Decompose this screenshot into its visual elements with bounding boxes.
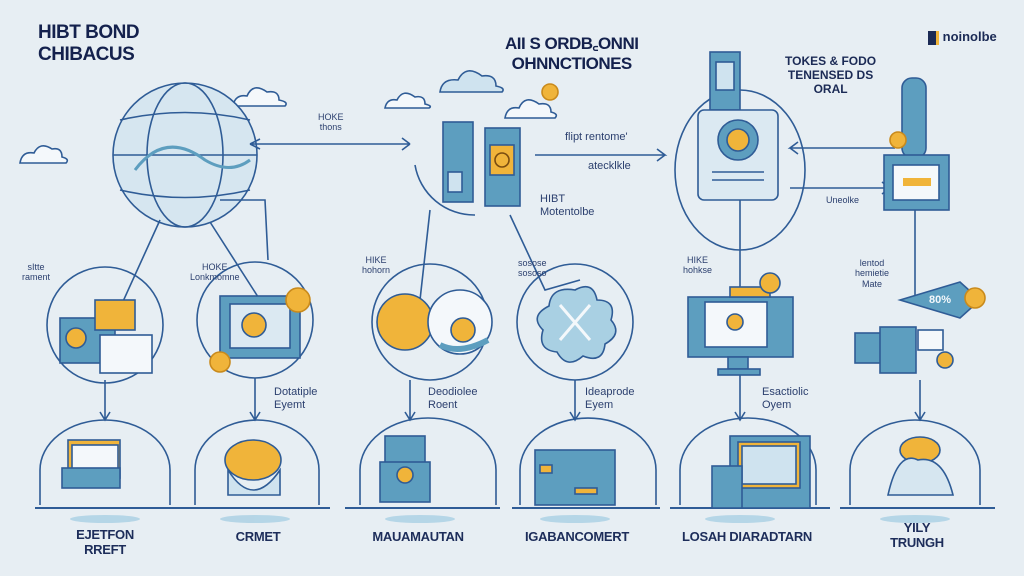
label-line: Mate (862, 278, 883, 289)
stage-circle (371, 263, 493, 381)
devices-arrow-label: flipt rentome' (565, 131, 628, 143)
center-title: AII S ORDB꜀ONNI OHNNCTIONES (505, 34, 639, 73)
label-line: HOKE (318, 112, 344, 122)
label-line: thons (319, 122, 342, 133)
label-line: Dotatiple (274, 386, 318, 398)
stage-label: CRMET (235, 529, 281, 545)
label-line: IGABANCOMERT (524, 529, 630, 544)
label-line: sosose (518, 258, 547, 268)
label-line: lentod (859, 258, 885, 268)
label-line: Oyem (762, 398, 792, 411)
sun-icon (541, 83, 559, 101)
dome-stages (35, 417, 995, 509)
stage-label: MAUAMAUTAN (372, 529, 464, 545)
label-line: YILY (903, 520, 931, 535)
double-arrow (249, 137, 411, 151)
logo-text: noinolbe (942, 29, 997, 44)
label-line: Ideaprode (585, 386, 635, 398)
main-title-line1: HIBT BOND (38, 22, 140, 43)
label-line: Lonkmomne (190, 272, 240, 283)
label-line: MAUAMAUTAN (372, 529, 464, 544)
cloud-icon (439, 70, 504, 93)
smartphone-icon (674, 51, 806, 300)
right-caption: TOKES & FODO TENENSED DS ORAL (785, 54, 877, 96)
label-line: HIBT (540, 193, 566, 205)
arrow-right (535, 148, 668, 162)
logo: noinolbe (928, 29, 997, 45)
stage-circle (687, 272, 794, 376)
arrow-left (787, 141, 895, 195)
label-line: Roent (428, 398, 458, 411)
cloud-icon (232, 87, 287, 107)
label-line: LOSAH DIARADTARN (681, 529, 813, 544)
mobile-devices-icon (414, 121, 581, 301)
label-line: Deodiolee (428, 386, 478, 398)
stage-circle (46, 266, 164, 384)
cloud-icon (384, 92, 432, 109)
devices-arrow-sublabel: atecklkle (588, 160, 631, 172)
cloud-icon (504, 99, 558, 119)
label-line: HIKE (687, 255, 709, 265)
label-line: CRMET (235, 529, 281, 544)
stage-circle (854, 281, 986, 374)
label-line: Esactiolic (762, 386, 809, 398)
label-line: Motentolbe (540, 205, 595, 218)
phone-arrow-label: Uneolke (826, 195, 860, 205)
main-title-line2: CHIBACUS (38, 43, 135, 65)
main-title: HIBT BOND CHIBACUS (38, 22, 140, 66)
stage-label: IGABANCOMERT (524, 529, 630, 545)
server-tower-icon (883, 77, 950, 300)
right-caption-line: TOKES & FODO (785, 54, 877, 68)
right-caption-line: TENENSED DS (787, 67, 874, 82)
label-line: Eyem (585, 398, 614, 411)
cloud-icon (19, 145, 69, 164)
right-caption-line: ORAL (813, 81, 848, 96)
stage-label: LOSAH DIARADTARN (681, 529, 813, 545)
label-line: sososo (518, 268, 547, 279)
label-line: EJETFON (76, 527, 134, 542)
label-line: hohkse (683, 265, 713, 276)
center-title-line2: OHNNCTIONES (511, 53, 633, 73)
percent-badge: 80% (929, 294, 952, 306)
center-title-line1: AII S ORDB꜀ONNI (505, 34, 639, 53)
label-line: RREFT (84, 541, 126, 557)
label-line: TRUNGH (890, 534, 944, 550)
stage-circle (196, 261, 314, 379)
label-line: Eyemt (274, 398, 306, 411)
label-line: rament (22, 272, 51, 283)
label-line: hemietie (855, 268, 890, 279)
globe-icon (109, 82, 269, 331)
label-line: HOKE (202, 262, 228, 272)
label-line: sItte (27, 262, 45, 272)
label-line: HIKE (365, 255, 387, 265)
logo-icon (928, 30, 939, 45)
label-line: hohorn (362, 265, 391, 276)
